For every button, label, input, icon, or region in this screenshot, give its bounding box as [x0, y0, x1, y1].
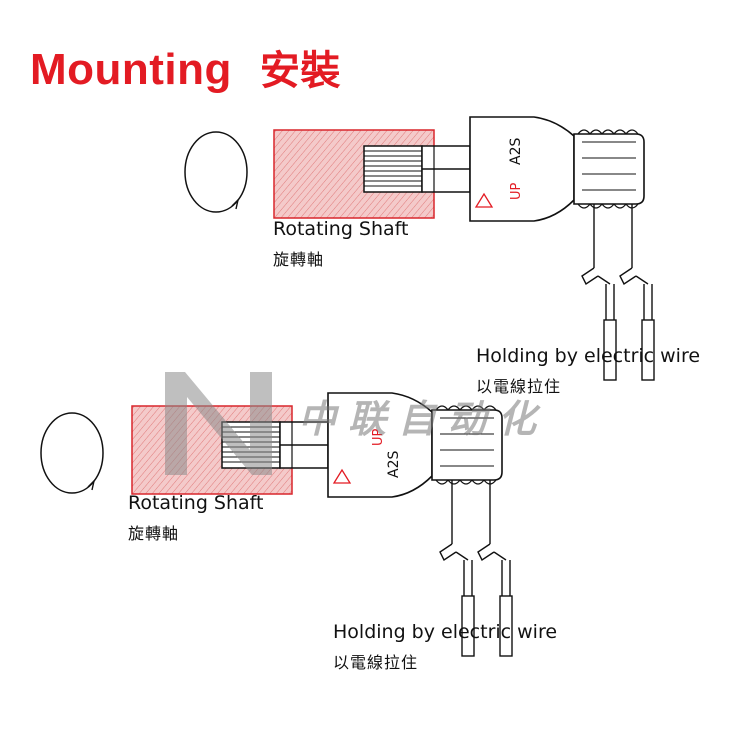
lower-shaft-label-zh: 旋轉軸: [128, 524, 180, 543]
lower-model-label: A2S: [386, 451, 402, 478]
watermark-logo: [165, 372, 272, 475]
upper-rotation-arrow-icon: [184, 131, 248, 213]
lower-wire-label-zh: 以電線拉住: [333, 653, 419, 672]
title-en: Mounting: [30, 45, 232, 94]
upper-model-label: A2S: [508, 138, 524, 165]
lower-rotation-arrow-icon: [40, 412, 104, 494]
upper-shaft-label: Rotating Shaft: [273, 218, 409, 240]
upper-wire-label-zh: 以電線拉住: [476, 377, 562, 396]
upper-shaft-label-zh: 旋轉軸: [273, 250, 325, 269]
lower-shaft-label: Rotating Shaft: [128, 492, 264, 514]
watermark-text: 中联自动化: [298, 396, 549, 441]
lower-up-label: UP: [371, 428, 386, 446]
lower-assembly: [40, 392, 513, 657]
upper-wire-label: Holding by electric wire: [476, 345, 701, 367]
upper-assembly: [184, 116, 655, 381]
upper-up-label: UP: [509, 182, 524, 200]
page-title: Mounting 安裝: [30, 38, 341, 96]
title-zh: 安裝: [259, 48, 341, 94]
lower-wire-label: Holding by electric wire: [333, 621, 558, 643]
